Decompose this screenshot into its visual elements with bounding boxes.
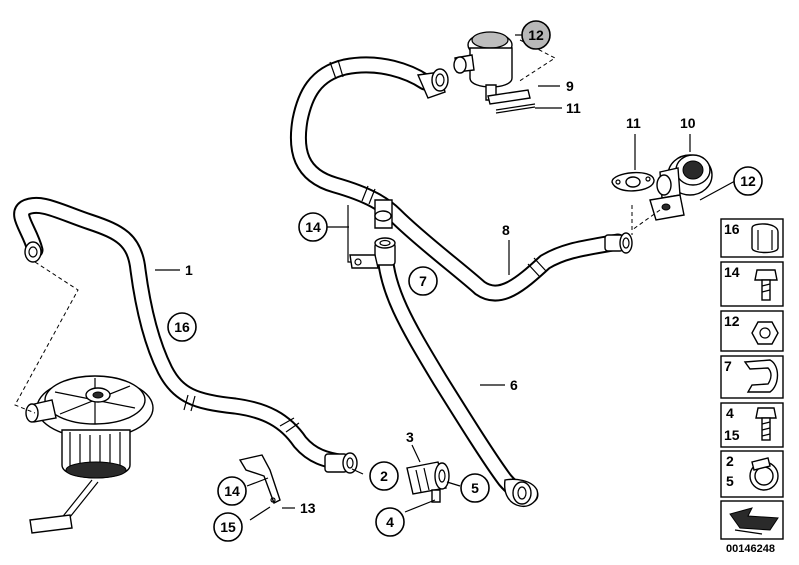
legend-2-number: 2 — [726, 453, 734, 469]
callout-14-middle-text: 14 — [305, 219, 321, 235]
label-9: 9 — [566, 78, 574, 94]
label-3: 3 — [406, 429, 414, 445]
valve-10[interactable] — [611, 154, 713, 221]
legend-row-4-15[interactable]: 4 15 — [720, 402, 784, 448]
callout-7-text: 7 — [419, 273, 427, 289]
callout-2-text: 2 — [380, 468, 388, 484]
parts-legend: 16 14 12 7 — [720, 218, 784, 555]
hose-1[interactable] — [13, 196, 358, 474]
shim-icon — [729, 507, 779, 535]
leader-lines — [155, 34, 736, 521]
legend-row-16[interactable]: 16 — [720, 218, 784, 258]
clip-icon — [743, 359, 779, 393]
legend-row-2-5[interactable]: 2 5 — [720, 450, 784, 498]
legend-row-shim[interactable] — [720, 500, 784, 540]
hose-8[interactable] — [289, 56, 633, 302]
callout-7[interactable]: 7 — [408, 266, 438, 296]
callout-14-bottom-text: 14 — [224, 483, 240, 499]
legend-16-number: 16 — [724, 221, 740, 237]
callout-12-right[interactable]: 12 — [733, 166, 763, 196]
legend-7-number: 7 — [724, 358, 732, 374]
callout-4[interactable]: 4 — [375, 507, 405, 537]
label-10: 10 — [680, 115, 696, 131]
legend-4-number: 4 — [726, 405, 734, 421]
nut-icon — [751, 321, 779, 345]
screw-icon — [755, 407, 777, 441]
valve-9[interactable] — [453, 31, 536, 114]
hose-clamp-icon — [749, 457, 779, 491]
label-1: 1 — [185, 262, 193, 278]
callout-2[interactable]: 2 — [369, 461, 399, 491]
callout-14-bottom[interactable]: 14 — [217, 476, 247, 506]
callout-12-right-text: 12 — [740, 173, 756, 189]
callout-16-text: 16 — [174, 319, 190, 335]
callout-5[interactable]: 5 — [460, 473, 490, 503]
bolt-icon — [754, 269, 778, 301]
connection-lines — [14, 39, 661, 414]
clamp-icon — [751, 223, 779, 254]
label-11-middle: 11 — [626, 115, 641, 131]
label-11-top: 11 — [566, 100, 581, 116]
legend-row-12[interactable]: 12 — [720, 310, 784, 352]
label-8: 8 — [502, 222, 510, 238]
legend-row-14[interactable]: 14 — [720, 261, 784, 307]
callout-15-text: 15 — [220, 519, 236, 535]
reference-number: 00146248 — [726, 543, 775, 555]
legend-row-7[interactable]: 7 — [720, 355, 784, 399]
label-13: 13 — [300, 500, 316, 516]
callout-5-text: 5 — [471, 480, 479, 496]
callout-12-top[interactable]: 12 — [521, 20, 551, 50]
bracket-14[interactable] — [347, 205, 379, 269]
connector-3[interactable] — [406, 461, 450, 503]
legend-5-number: 5 — [726, 473, 734, 489]
callout-4-text: 4 — [386, 514, 394, 530]
hose-6[interactable] — [374, 237, 539, 507]
label-6: 6 — [510, 377, 518, 393]
callout-15[interactable]: 15 — [213, 512, 243, 542]
callout-14-middle[interactable]: 14 — [298, 212, 328, 242]
air-pump[interactable] — [25, 375, 154, 534]
legend-12-number: 12 — [724, 313, 740, 329]
bracket-13[interactable] — [238, 454, 281, 504]
legend-15-number: 15 — [724, 427, 740, 443]
legend-14-number: 14 — [724, 264, 740, 280]
callout-16[interactable]: 16 — [167, 312, 197, 342]
callout-12-top-text: 12 — [528, 27, 544, 43]
